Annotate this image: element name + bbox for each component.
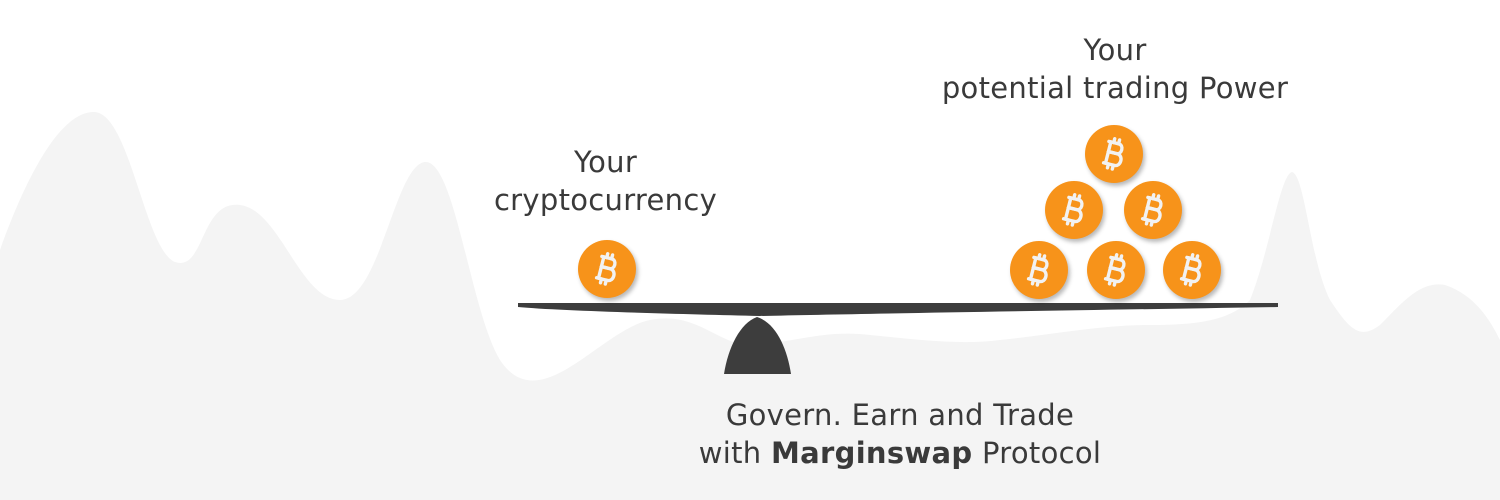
label-your-cryptocurrency: Your cryptocurrency [493, 145, 718, 217]
bitcoin-icon [1045, 181, 1103, 239]
brand-name: Marginswap [771, 436, 973, 470]
bitcoin-icon [1087, 241, 1145, 299]
fulcrum-shape [724, 317, 791, 374]
scale-beam [518, 303, 1278, 316]
bitcoin-icon [578, 240, 636, 298]
bitcoin-icon [1124, 181, 1182, 239]
bitcoin-icon [1163, 241, 1221, 299]
bitcoin-icon [1010, 241, 1068, 299]
label-marginswap-protocol: Govern. Earn and Trade with Marginswap P… [698, 398, 1102, 470]
label-trading-power: Your potential trading Power [941, 33, 1289, 105]
bitcoin-icon [1085, 125, 1143, 183]
